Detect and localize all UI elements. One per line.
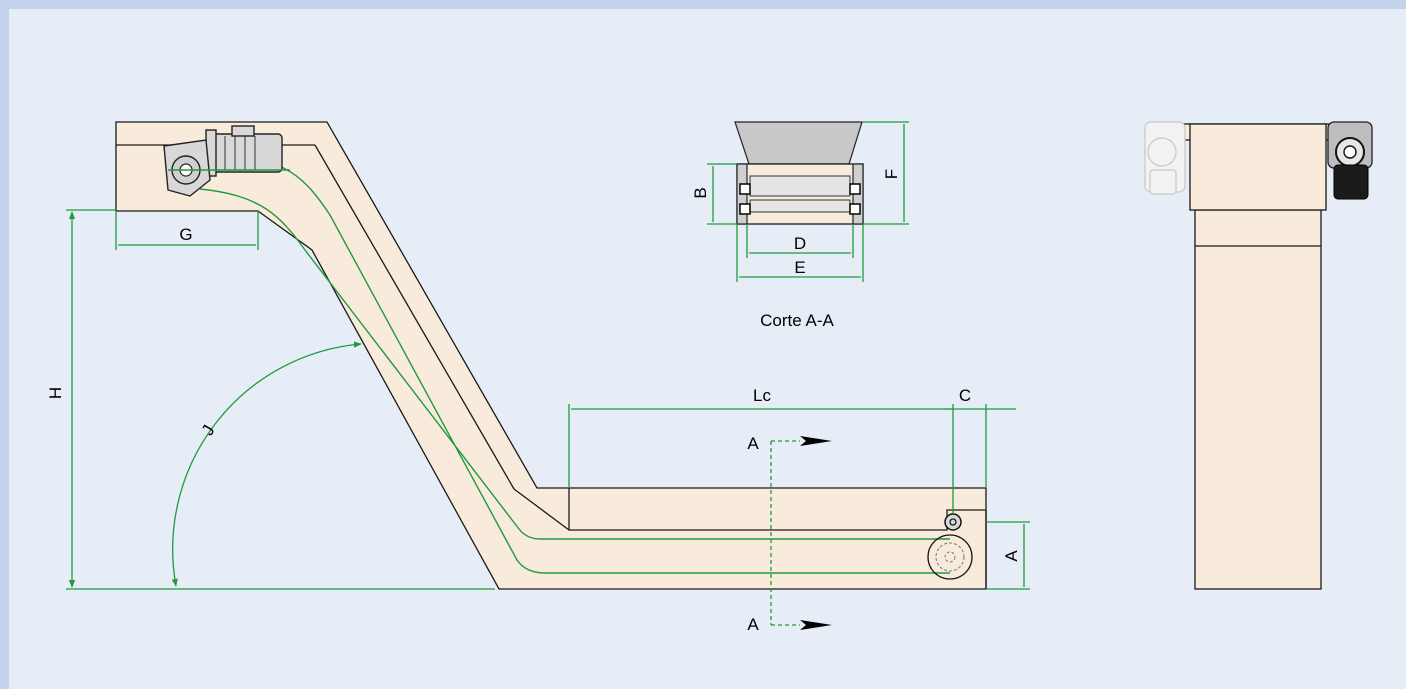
- section-chain-link-left-top: [739, 183, 751, 195]
- motor-terminal-box: [231, 125, 255, 137]
- label-lc: Lc: [753, 386, 771, 405]
- section-chain-link-right-bottom: [849, 203, 861, 215]
- chain-path-upper: [199, 188, 950, 540]
- end-head-box: [1189, 123, 1327, 211]
- label-h: H: [46, 387, 65, 399]
- tail-roller-hub: [944, 551, 956, 563]
- hopper-edge-line: [513, 488, 570, 531]
- hopper-box: [568, 488, 986, 531]
- tail-roller-small: [944, 513, 962, 531]
- end-gearbox-icon: [1327, 121, 1373, 200]
- tail-roller-icon: [927, 534, 973, 580]
- end-body: [1194, 139, 1322, 590]
- section-arrow-top: [800, 436, 832, 446]
- conveyor-body: [115, 121, 987, 590]
- section-hopper: [734, 121, 863, 165]
- label-b: B: [691, 187, 710, 198]
- end-ghost-gearbox-icon: [1144, 121, 1186, 195]
- frame-left-border: [0, 0, 9, 689]
- tail-roller-inner: [935, 542, 965, 572]
- section-view: [707, 121, 909, 282]
- section-chain-band-bottom: [749, 199, 851, 213]
- section-chain-link-left-bottom: [739, 203, 751, 215]
- label-c: C: [959, 386, 971, 405]
- incline-inner-line: [314, 144, 515, 490]
- label-f: F: [882, 169, 901, 179]
- frame-top-border: [0, 0, 1406, 9]
- drive-unit: [163, 125, 290, 197]
- label-e: E: [794, 258, 805, 277]
- label-g: G: [179, 225, 192, 244]
- label-a: A: [1002, 550, 1021, 562]
- label-section-bottom: A: [747, 615, 759, 634]
- section-caption: Corte A-A: [760, 311, 834, 330]
- section-chain-band-top: [749, 175, 851, 197]
- end-view: [1144, 121, 1373, 590]
- dim-j-arc: [171, 341, 362, 587]
- section-chain-link-right-top: [849, 183, 861, 195]
- label-d: D: [794, 234, 806, 253]
- electric-motor-icon: [211, 133, 283, 173]
- section-arrow-bottom: [800, 620, 832, 630]
- side-view: [66, 121, 1030, 630]
- label-section-top: A: [747, 434, 759, 453]
- tail-roller-small-hub: [949, 518, 957, 526]
